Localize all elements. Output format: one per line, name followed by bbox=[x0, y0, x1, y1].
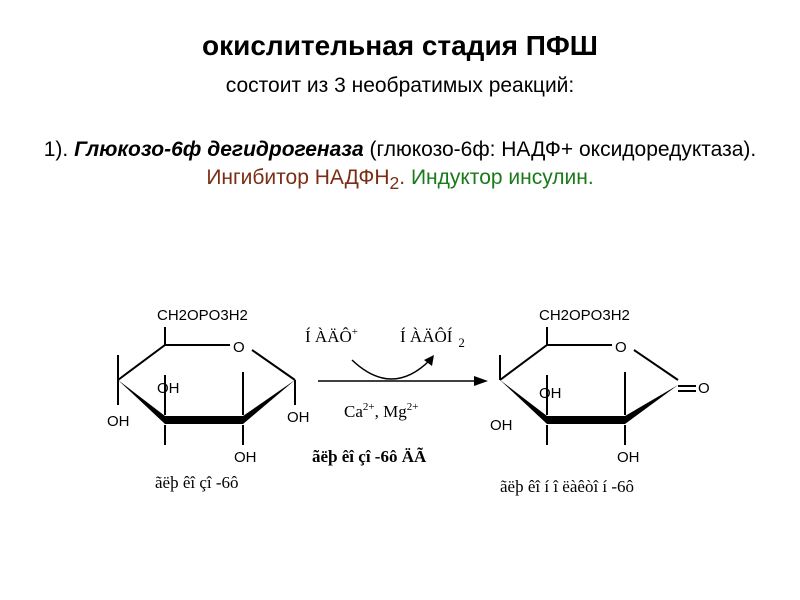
substrate-group-top: CH2OPO3H2 bbox=[157, 307, 248, 324]
product-carbonyl-oxygen: O bbox=[698, 380, 710, 397]
product-bold-bond bbox=[547, 416, 625, 424]
substrate-ring-top-right bbox=[251, 349, 296, 381]
substrate-ring-top-left bbox=[117, 344, 230, 381]
product-oh-c4: OH bbox=[490, 417, 513, 434]
cofactor-nadp: Í ÀÄÔ+ bbox=[305, 326, 358, 346]
substrate-oh-c3-up: OH bbox=[157, 380, 180, 397]
substrate-wedge-right bbox=[243, 380, 295, 424]
substrate-name: ãëþ êî çî -6ô bbox=[155, 473, 239, 492]
substrate-oh-c4: OH bbox=[107, 413, 130, 430]
slide-subtitle: состоит из 3 необратимых реакций: bbox=[225, 74, 575, 97]
product-group-top: CH2OPO3H2 bbox=[539, 307, 630, 324]
substrate-wedge-left bbox=[118, 380, 165, 424]
product-wedge-left bbox=[500, 380, 547, 424]
product-oh-c2-down: OH bbox=[617, 449, 640, 466]
cofactor-curved-arrow bbox=[351, 359, 431, 380]
product-wedge-right bbox=[625, 385, 678, 424]
reaction-description: 1). Глюкозо-6ф дегидрогеназа (глюкозо-6ф… bbox=[40, 136, 760, 197]
substrate-molecule bbox=[117, 327, 296, 445]
slide-title: окислительная стадия ПФШ bbox=[202, 30, 598, 61]
substrate-ring-oxygen: O bbox=[233, 339, 245, 356]
cofactor-curved-arrow-head bbox=[424, 355, 434, 366]
metal-ions: Ca2+, Mg2+ bbox=[344, 401, 418, 421]
substrate-bold-bond bbox=[165, 416, 243, 424]
inhibitor-label: Ингибитор НАДФН bbox=[206, 166, 390, 189]
inhibitor-subscript: 2 bbox=[389, 173, 400, 194]
inhibitor-text: Ингибитор НАДФН2. bbox=[206, 166, 406, 193]
product-molecule bbox=[499, 327, 696, 445]
inducer-text: Индуктор инсулин. bbox=[410, 166, 594, 189]
enzyme-abbreviation: ãëþ êî çî -6ô ÄÃ bbox=[312, 447, 427, 466]
product-ring-oxygen: O bbox=[615, 339, 627, 356]
inhibitor-end: . bbox=[399, 166, 406, 189]
enzyme-systematic-name: (глюкозо-6ф: НАДФ+ оксидоредуктаза). bbox=[369, 138, 757, 161]
product-oh-c3-up: OH bbox=[539, 385, 562, 402]
product-ring-top-left bbox=[499, 344, 612, 381]
reaction-arrow-head bbox=[474, 376, 488, 386]
reaction-number: 1). bbox=[43, 138, 69, 161]
product-name: ãëþ êî í î ëàêòî í -6ô bbox=[500, 477, 634, 496]
substrate-oh-c1: OH bbox=[287, 409, 310, 426]
substrate-oh-c2-down: OH bbox=[234, 449, 257, 466]
product-ring-top-right bbox=[633, 349, 679, 381]
enzyme-name: Глюкозо-6ф дегидрогеназа bbox=[74, 138, 364, 161]
